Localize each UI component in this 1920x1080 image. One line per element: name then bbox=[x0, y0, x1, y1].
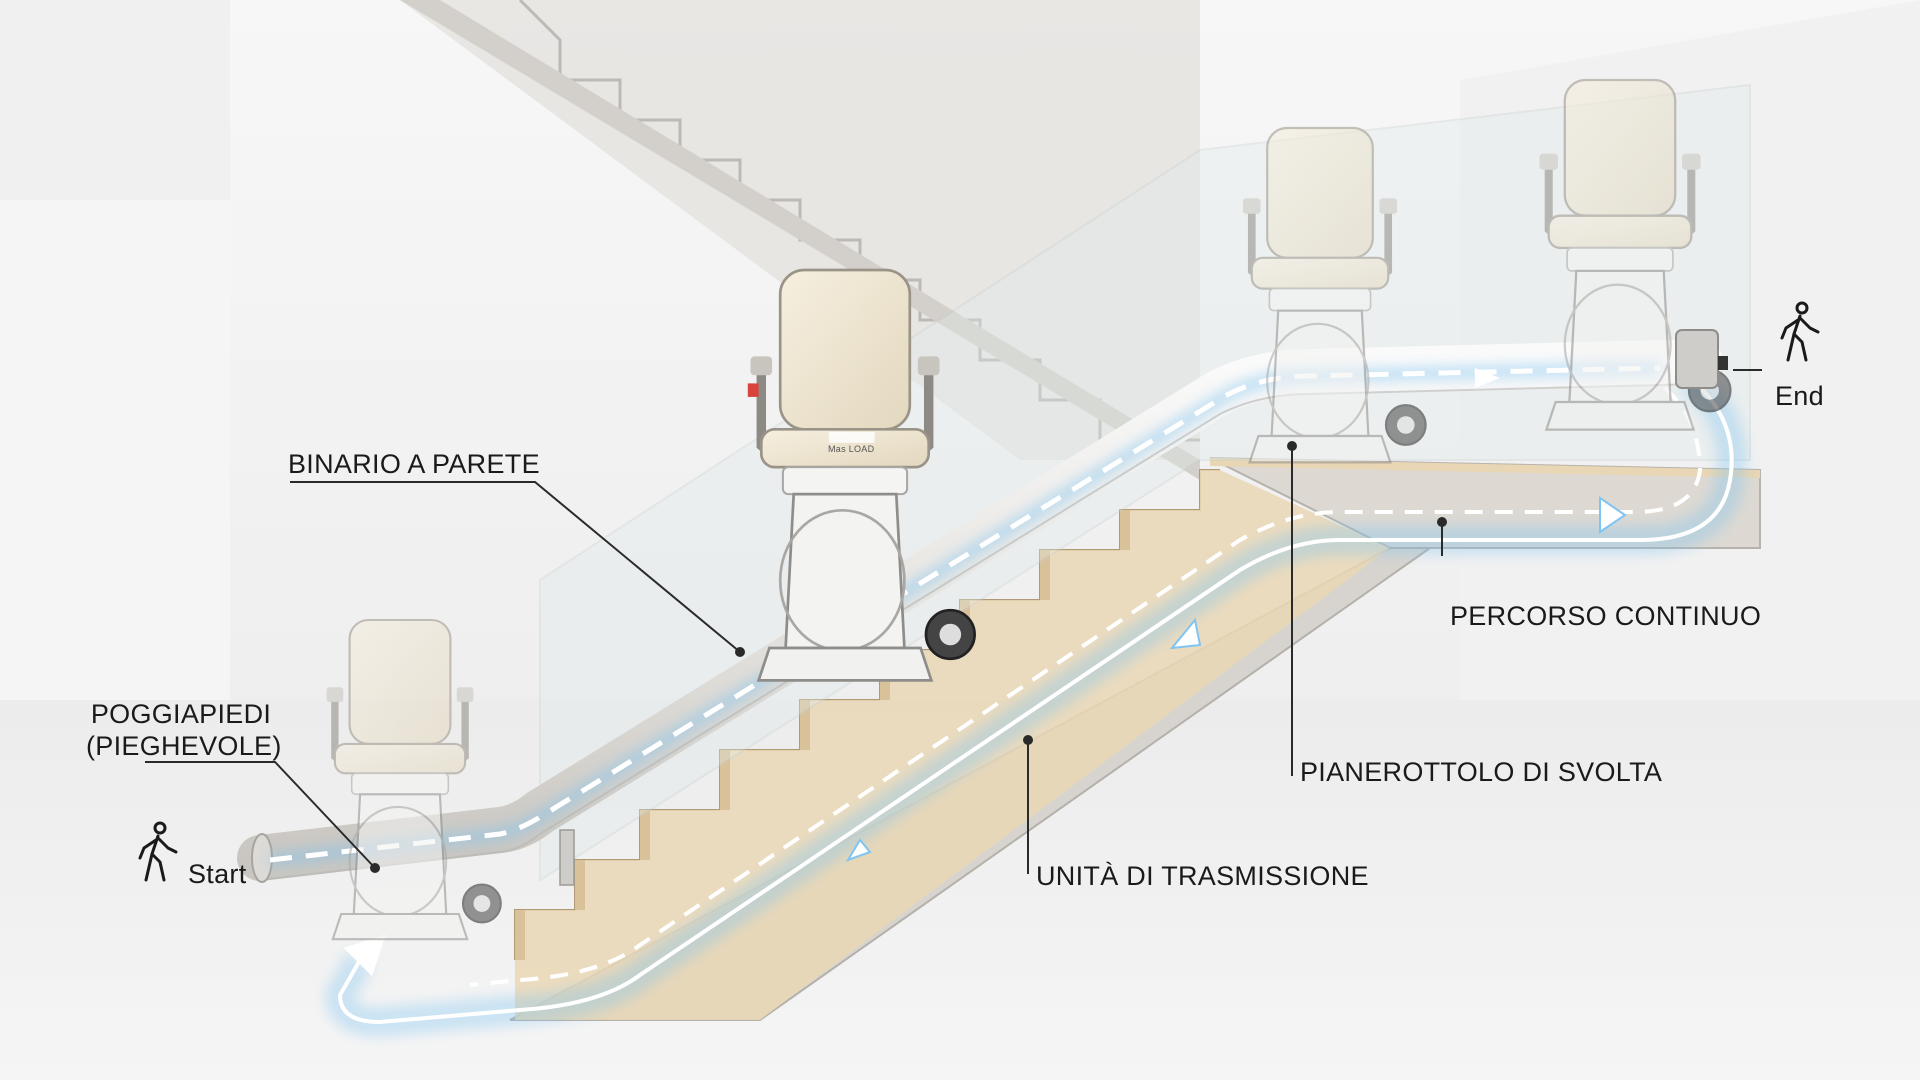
label-percorso-continuo: PERCORSO CONTINUO bbox=[1450, 601, 1762, 631]
label-poggiapiedi: POGGIAPIEDI (PIEGHEVOLE) bbox=[86, 698, 282, 763]
label-end: End bbox=[1775, 381, 1824, 411]
label-binario-a-parete: BINARIO A PARETE bbox=[288, 449, 540, 479]
walking-person-icon bbox=[130, 820, 186, 884]
label-poggiapiedi-line1: POGGIAPIEDI bbox=[90, 699, 272, 729]
continuous-path bbox=[324, 366, 1747, 1038]
label-pianerottolo-di-svolta: PIANEROTTOLO DI SVOLTA bbox=[1300, 757, 1663, 787]
chair-badge: Mas LOAD bbox=[828, 444, 875, 454]
label-start: Start bbox=[188, 859, 247, 889]
label-unita-di-trasmissione: UNITÀ DI TRASMISSIONE bbox=[1036, 861, 1369, 891]
chair-middle bbox=[748, 270, 975, 680]
walking-person-icon bbox=[1772, 300, 1828, 364]
label-poggiapiedi-line2: (PIEGHEVOLE) bbox=[86, 731, 282, 762]
